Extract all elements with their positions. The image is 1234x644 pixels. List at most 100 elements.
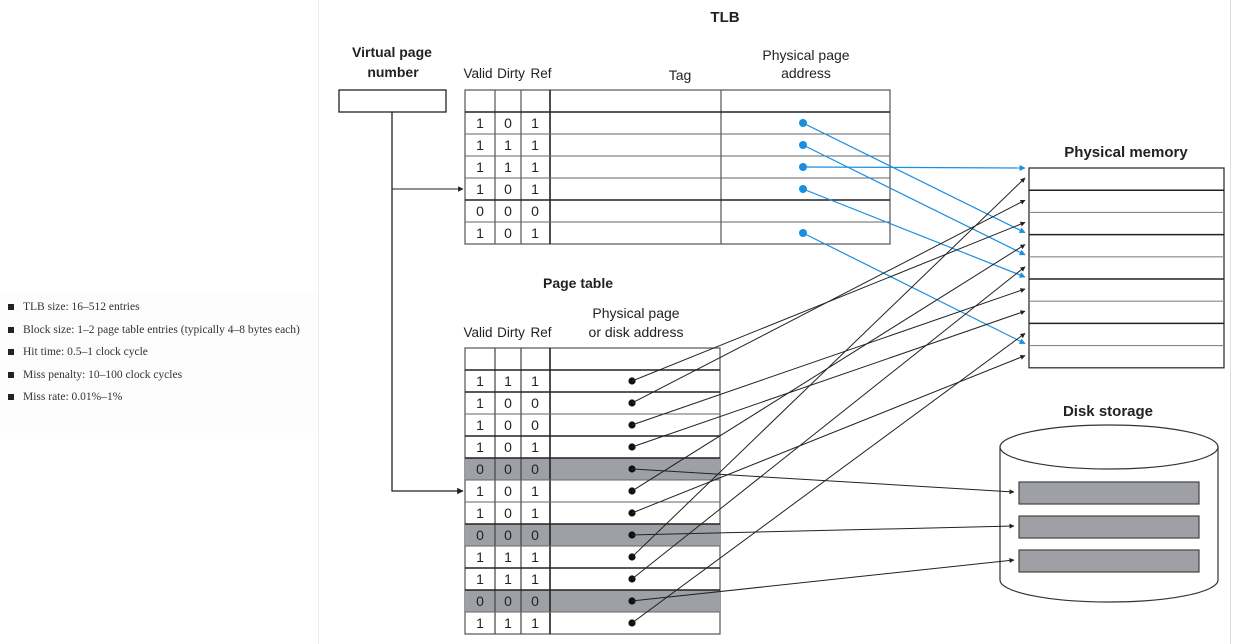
pt-dirty-bit: 0	[504, 395, 512, 411]
pt-valid-bit: 1	[476, 571, 484, 587]
vpn-label-line2: number	[367, 64, 419, 80]
tlb-dirty-bit: 0	[504, 115, 512, 131]
tlb-dirty-header: Dirty	[497, 66, 525, 81]
tlb-valid-bit: 1	[476, 181, 484, 197]
pt-dirty-bit: 0	[504, 593, 512, 609]
page-table-to-memory-arrow	[631, 266, 1026, 580]
disk-storage	[999, 424, 1219, 603]
tlb-to-memory-arrow	[802, 188, 1026, 278]
disk-cylinder-top	[999, 424, 1219, 470]
pt-ref-bit: 0	[531, 461, 539, 477]
panel-divider	[318, 0, 319, 644]
tlb-characteristics-panel	[0, 293, 318, 433]
tlb-ppa-header-line1: Physical page	[762, 47, 849, 63]
page-edge	[1230, 0, 1231, 644]
tlb-valid-bit: 1	[476, 159, 484, 175]
tlb-to-memory-arrow	[802, 164, 1026, 171]
page-table-title: Page table	[543, 275, 613, 291]
pt-ref-bit: 1	[531, 549, 539, 565]
tlb-dirty-bit: 1	[504, 137, 512, 153]
bullet-square-icon	[8, 304, 14, 311]
pt-valid-header: Valid	[463, 325, 492, 340]
bullet-item: Miss penalty: 10–100 clock cycles	[8, 364, 300, 387]
pt-ref-bit: 1	[531, 373, 539, 389]
pt-valid-bit: 0	[476, 593, 484, 609]
virtual-page-number-box	[338, 89, 447, 113]
tlb-ref-bit: 0	[531, 203, 539, 219]
pt-dirty-header: Dirty	[497, 325, 525, 340]
tlb-dirty-bit: 0	[504, 203, 512, 219]
tlb-dirty-bit: 0	[504, 181, 512, 197]
pt-ref-bit: 1	[531, 571, 539, 587]
page-table-to-disk-arrow	[631, 523, 1015, 536]
invalid-row-fill	[465, 458, 720, 480]
page-table-to-disk-arrow	[631, 468, 1015, 495]
disk-block	[1018, 549, 1200, 573]
pt-valid-bit: 1	[476, 373, 484, 389]
tlb-tag-header: Tag	[669, 67, 692, 83]
tlb-valid-bit: 1	[476, 115, 484, 131]
tlb-valid-header: Valid	[463, 66, 492, 81]
pt-valid-bit: 1	[476, 395, 484, 411]
tlb-dirty-bit: 0	[504, 225, 512, 241]
tlb-ref-bit: 1	[531, 115, 539, 131]
page-table-to-memory-arrow	[631, 332, 1026, 624]
bullet-item: TLB size: 16–512 entries	[8, 296, 300, 319]
tlb-to-memory-arrow	[802, 232, 1026, 345]
pt-ref-bit: 1	[531, 615, 539, 631]
pt-addr-header-line2: or disk address	[589, 324, 684, 340]
pt-valid-bit: 1	[476, 615, 484, 631]
pt-dirty-bit: 0	[504, 505, 512, 521]
pt-valid-bit: 1	[476, 439, 484, 455]
bullet-square-icon	[8, 394, 14, 401]
pt-dirty-bit: 0	[504, 483, 512, 499]
pt-valid-bit: 1	[476, 549, 484, 565]
tlb-characteristics-list: TLB size: 16–512 entries Block size: 1–2…	[8, 296, 300, 409]
pt-ref-bit: 1	[531, 439, 539, 455]
disk-block	[1018, 515, 1200, 539]
pt-ref-bit: 0	[531, 593, 539, 609]
invalid-row-fill	[465, 590, 720, 612]
tlb-valid-bit: 1	[476, 225, 484, 241]
physical-memory-title: Physical memory	[1064, 144, 1188, 161]
vpn-label-line1: Virtual page	[352, 44, 432, 60]
bullet-square-icon	[8, 371, 14, 378]
pt-valid-bit: 0	[476, 461, 484, 477]
tlb-ref-header: Ref	[530, 66, 551, 81]
pt-dirty-bit: 0	[504, 417, 512, 433]
pt-dirty-bit: 0	[504, 439, 512, 455]
invalid-row-fill	[465, 524, 720, 546]
bullet-item: Block size: 1–2 page table entries (typi…	[8, 319, 300, 342]
tlb-ref-bit: 1	[531, 181, 539, 197]
page-table-to-memory-arrow	[631, 310, 1026, 448]
tlb-ref-bit: 1	[531, 159, 539, 175]
page-table-to-memory-arrow	[631, 199, 1026, 404]
pt-addr-header-line1: Physical page	[592, 305, 679, 321]
page-table-to-memory-arrow	[631, 177, 1026, 558]
tlb-valid-bit: 0	[476, 203, 484, 219]
pt-valid-bit: 1	[476, 483, 484, 499]
pt-valid-bit: 1	[476, 417, 484, 433]
tlb-dirty-bit: 1	[504, 159, 512, 175]
page-table-frame	[464, 347, 721, 635]
pt-ref-header: Ref	[530, 325, 551, 340]
bullet-item: Hit time: 0.5–1 clock cycle	[8, 341, 300, 364]
physical-memory	[1028, 167, 1225, 369]
physical-memory-frame	[1028, 167, 1225, 369]
tlb-to-memory-arrow	[802, 144, 1026, 256]
tlb-ref-bit: 1	[531, 225, 539, 241]
pt-dirty-bit: 1	[504, 373, 512, 389]
page-table-to-disk-arrow	[631, 557, 1015, 602]
bullet-square-icon	[8, 326, 14, 333]
tlb-ref-bit: 1	[531, 137, 539, 153]
pt-ref-bit: 0	[531, 527, 539, 543]
pt-dirty-bit: 0	[504, 461, 512, 477]
pt-valid-bit: 1	[476, 505, 484, 521]
tlb-ppa-header-line2: address	[781, 65, 831, 81]
pt-ref-bit: 0	[531, 395, 539, 411]
page-table-to-memory-arrow	[631, 288, 1026, 426]
disk-storage-title: Disk storage	[1063, 403, 1153, 420]
